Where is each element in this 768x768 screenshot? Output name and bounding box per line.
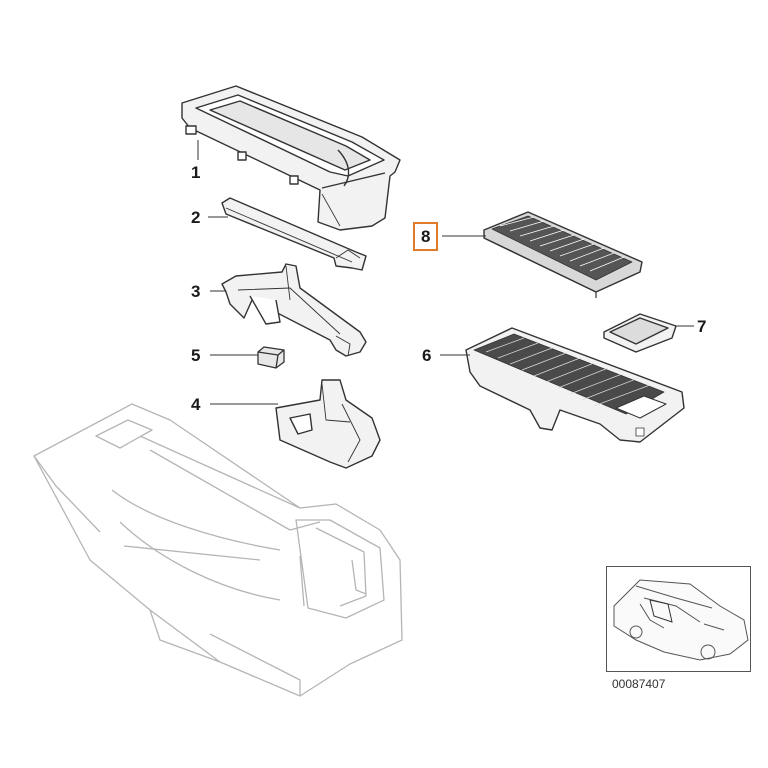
callout-2[interactable]: 2	[191, 208, 201, 227]
leader-lines	[197, 140, 694, 405]
callout-4[interactable]: 4	[191, 395, 201, 414]
callout-5[interactable]: 5	[191, 346, 201, 365]
vehicle-thumbnail-frame	[606, 566, 751, 672]
callout-8-highlighted[interactable]: 8	[413, 222, 439, 251]
callout-6[interactable]: 6	[422, 346, 432, 365]
callout-1[interactable]: 1	[191, 163, 201, 182]
part-1-upper-tray[interactable]	[181, 85, 401, 231]
part-2-trim-strip[interactable]	[221, 197, 367, 271]
part-4-lower-bracket[interactable]	[275, 379, 381, 469]
part-7-small-tray[interactable]	[603, 313, 677, 353]
part-5-small-block[interactable]	[257, 346, 285, 369]
part-8-grille-insert[interactable]	[483, 211, 643, 298]
part-6-grille-tray[interactable]	[465, 327, 685, 443]
car-location-icon	[613, 579, 749, 661]
callout-3[interactable]: 3	[191, 282, 201, 301]
callout-7[interactable]: 7	[697, 317, 707, 336]
diagram-reference-code: 00087407	[612, 677, 666, 691]
part-3-bracket[interactable]	[221, 263, 367, 357]
center-console[interactable]	[33, 403, 403, 697]
